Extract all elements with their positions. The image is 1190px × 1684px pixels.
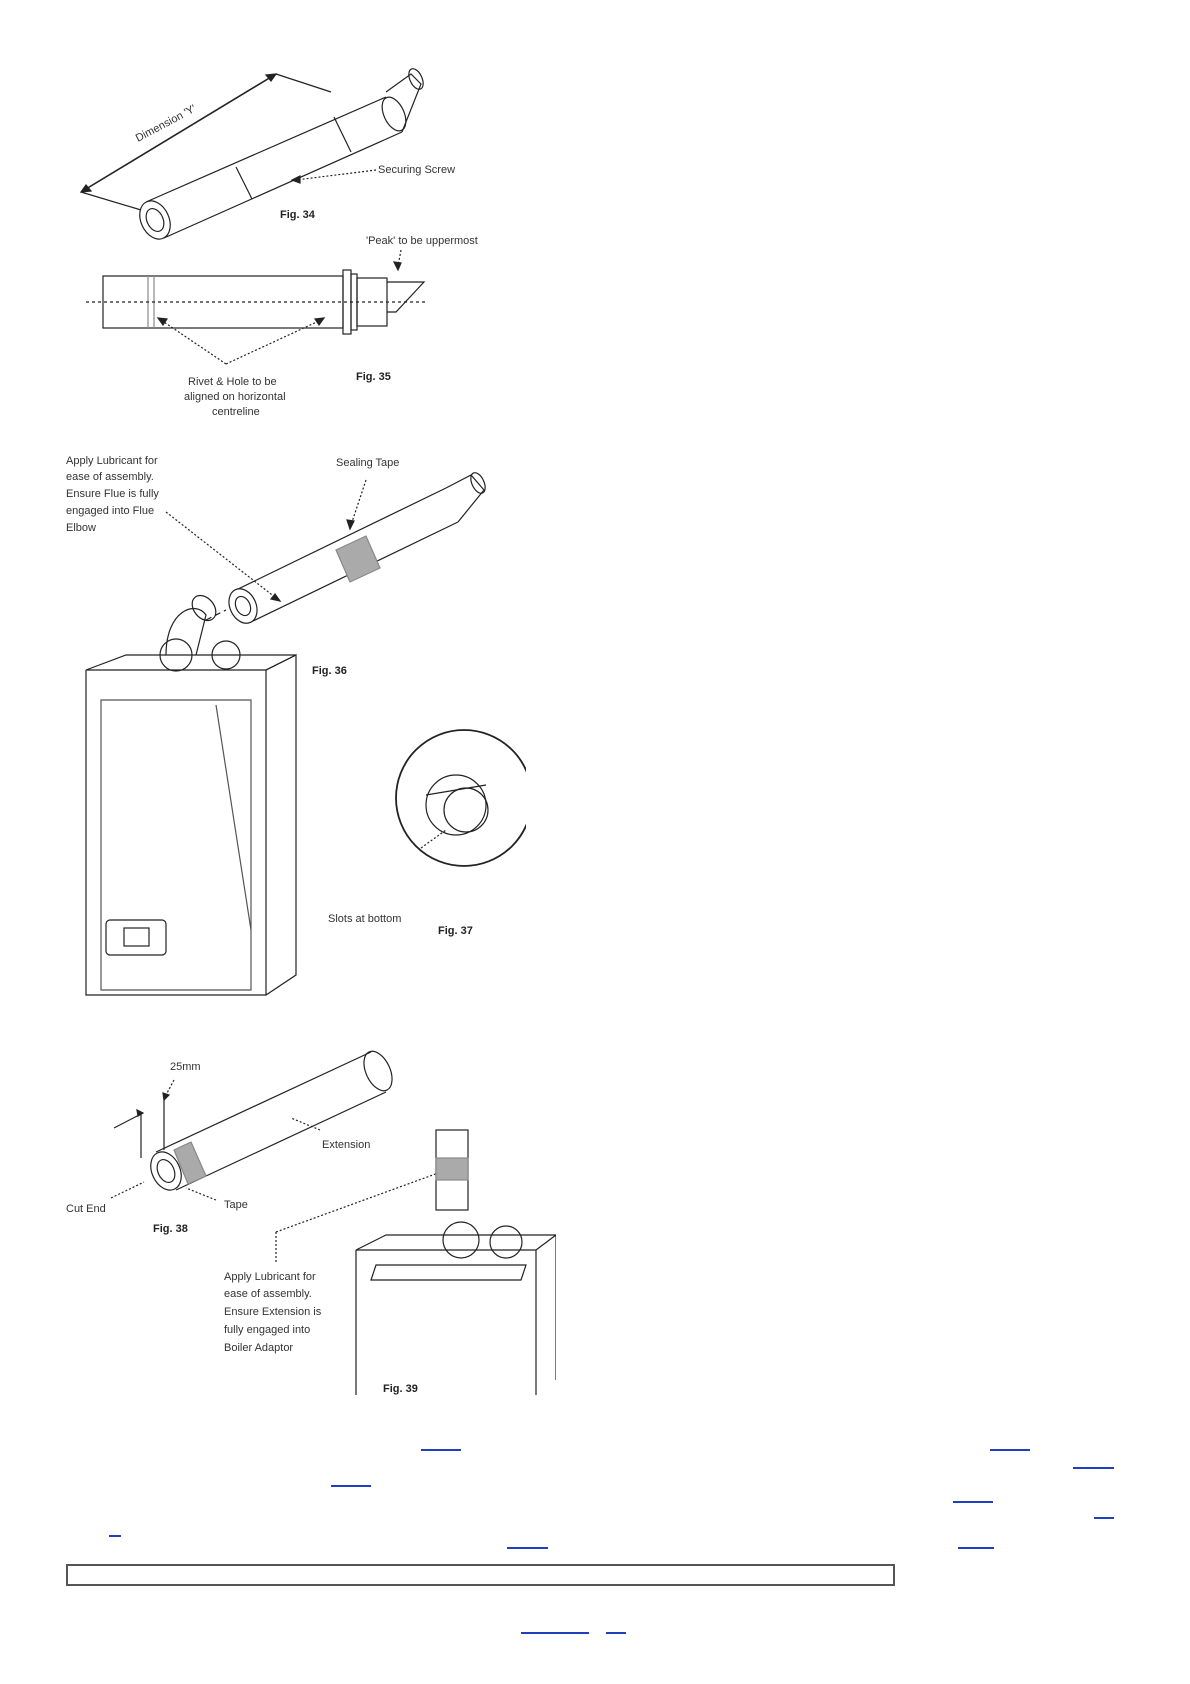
rivet-line1: Rivet & Hole to be [188, 376, 277, 388]
slots-inset-drawing [395, 729, 526, 867]
fig34-label: Fig. 34 [280, 209, 316, 221]
text-link-6[interactable] [1094, 1517, 1114, 1519]
text-link-2[interactable] [990, 1449, 1030, 1451]
rivet-line3: centreline [212, 406, 260, 417]
fig36-label: Fig. 36 [312, 665, 347, 677]
figure-36-37: Apply Lubricant for ease of assembly. En… [66, 455, 526, 996]
text-link-8[interactable] [507, 1547, 548, 1549]
lubricant-line5: Elbow [66, 522, 96, 534]
rivet-line2: aligned on horizontal [184, 391, 286, 403]
tape-label: Tape [224, 1199, 248, 1211]
text-link-3[interactable] [1073, 1467, 1114, 1469]
fig39-lubricant-line2: ease of assembly. [224, 1288, 312, 1300]
text-link-7[interactable] [109, 1535, 121, 1537]
securing-screw-label: Securing Screw [378, 164, 455, 176]
footer-link-2[interactable] [606, 1632, 626, 1634]
figure-34-35: Dimension 'Y' Securing Screw Fig. 34 'Pe… [79, 68, 478, 417]
sealing-tape-label: Sealing Tape [336, 457, 399, 469]
extension-pipe-drawing [150, 1050, 393, 1191]
cut-end-label: Cut End [66, 1203, 106, 1215]
dimension-label: Dimension 'Y' [134, 103, 198, 145]
lubricant-line3: Ensure Flue is fully [66, 488, 159, 500]
boiler-top-drawing [355, 1129, 556, 1395]
fig39-lubricant-line5: Boiler Adaptor [224, 1342, 293, 1354]
fig39-lubricant-line4: fully engaged into [224, 1324, 310, 1336]
flue-pipe-drawing [139, 68, 424, 240]
slots-label: Slots at bottom [328, 913, 401, 925]
mm-label: 25mm [170, 1061, 201, 1073]
footer-link-1[interactable] [521, 1632, 589, 1634]
flue-assembly-drawing [228, 472, 486, 624]
boiler-drawing [85, 594, 297, 996]
text-input-field[interactable] [66, 1564, 895, 1586]
fig39-lubricant-line3: Ensure Extension is [224, 1306, 322, 1318]
text-link-5[interactable] [953, 1501, 993, 1503]
fig37-label: Fig. 37 [438, 925, 473, 937]
fig39-lubricant-line1: Apply Lubricant for [224, 1271, 316, 1283]
peak-label: 'Peak' to be uppermost [366, 235, 478, 247]
lubricant-line2: ease of assembly. [66, 471, 154, 483]
text-link-4[interactable] [331, 1485, 371, 1487]
text-link-9[interactable] [958, 1547, 994, 1549]
lubricant-line1: Apply Lubricant for [66, 455, 158, 467]
fig38-label: Fig. 38 [153, 1223, 188, 1235]
flue-side-view [86, 249, 428, 365]
fig35-label: Fig. 35 [356, 371, 391, 383]
lubricant-line4: engaged into Flue [66, 505, 154, 517]
figure-38-39: 25mm Extension Cut End Tape Fig. 38 Appl… [66, 1050, 556, 1395]
text-link-1[interactable] [421, 1449, 461, 1451]
extension-label: Extension [322, 1139, 370, 1151]
fig39-label: Fig. 39 [383, 1383, 418, 1395]
